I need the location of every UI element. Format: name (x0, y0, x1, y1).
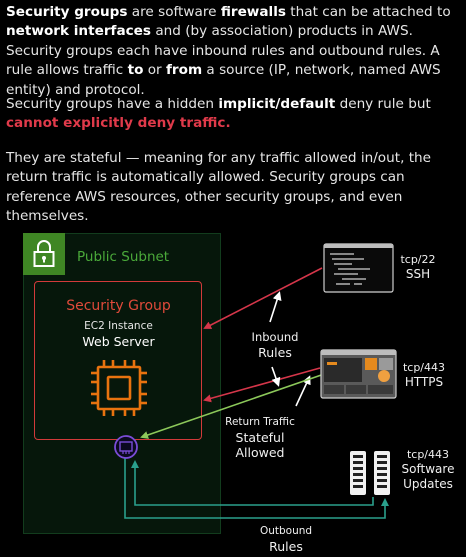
ssh-port: tcp/22 (400, 253, 436, 266)
text-run: to (127, 62, 144, 79)
text-run: They are stateful — meaning for any traf… (6, 150, 432, 225)
return-label-line2: Stateful (235, 430, 285, 445)
inbound-label-line2: Rules (258, 345, 292, 360)
inbound-ssh-arrow (203, 267, 323, 329)
dashboard-icon (320, 349, 397, 399)
return-traffic-label: Return Traffic Stateful Allowed (220, 415, 300, 460)
ec2-chip-icon (91, 360, 147, 416)
intro-paragraph-1: Security groups are software firewalls t… (6, 3, 462, 100)
ssh-name: SSH (405, 267, 431, 281)
text-run: deny rule but (335, 96, 431, 112)
text-run: cannot explicitly deny traffic. (6, 115, 231, 132)
updates-label: tcp/443 Software Updates (399, 447, 457, 492)
terminal-icon (323, 243, 394, 293)
text-run: firewalls (220, 4, 286, 20)
ssh-label: tcp/22 SSH (398, 252, 438, 282)
intro-paragraph-2: Security groups have a hidden implicit/d… (6, 95, 462, 134)
server-rack-icon (350, 451, 390, 495)
network-interface-icon (114, 435, 138, 459)
updates-name-line1: Software (401, 462, 455, 476)
lock-icon (23, 233, 65, 275)
text-run: a source (IP, network, named AWS entity)… (6, 62, 441, 98)
outbound-label: Outbound Rules (250, 524, 322, 554)
updates-port: tcp/443 (406, 448, 450, 461)
subnet-label: Public Subnet (77, 249, 170, 265)
text-run: that can be attached to (285, 4, 451, 20)
public-subnet-box (23, 233, 221, 534)
outbound-path-inner (131, 460, 374, 506)
intro-paragraph-3: They are stateful — meaning for any traf… (6, 149, 462, 227)
text-run: or (143, 62, 166, 79)
instance-name-label: Web Server (82, 334, 155, 349)
instance-type-label: EC2 Instance (84, 320, 153, 332)
text-run: network interfaces (6, 23, 151, 40)
return-label-line3: Allowed (235, 445, 285, 460)
https-label: tcp/443 HTTPS (400, 360, 448, 390)
outbound-label-line1: Outbound (259, 525, 313, 537)
outbound-label-line2: Rules (269, 539, 303, 554)
updates-name-line2: Updates (403, 477, 453, 491)
inbound-https-arrow (203, 367, 321, 403)
return-traffic-arrow (140, 371, 331, 439)
inbound-direction-down-arrow (271, 366, 281, 387)
return-label-line1: Return Traffic (225, 416, 295, 428)
text-run: are software (127, 4, 221, 20)
text-run: and (by association) products in AWS. Se… (6, 23, 440, 79)
inbound-direction-up-arrow (269, 291, 282, 323)
https-name: HTTPS (404, 375, 444, 389)
https-port: tcp/443 (402, 361, 446, 374)
text-run: implicit/default (218, 96, 336, 112)
security-group-label: Security Group (66, 298, 171, 314)
text-run: from (165, 62, 203, 79)
text-run: Security groups have a hidden (6, 96, 219, 112)
text-run: Security groups (6, 4, 128, 20)
inbound-label: Inbound Rules (244, 330, 306, 360)
return-direction-up-arrow (295, 375, 311, 407)
outbound-path-outer (124, 452, 389, 519)
inbound-label-line1: Inbound (251, 330, 299, 344)
